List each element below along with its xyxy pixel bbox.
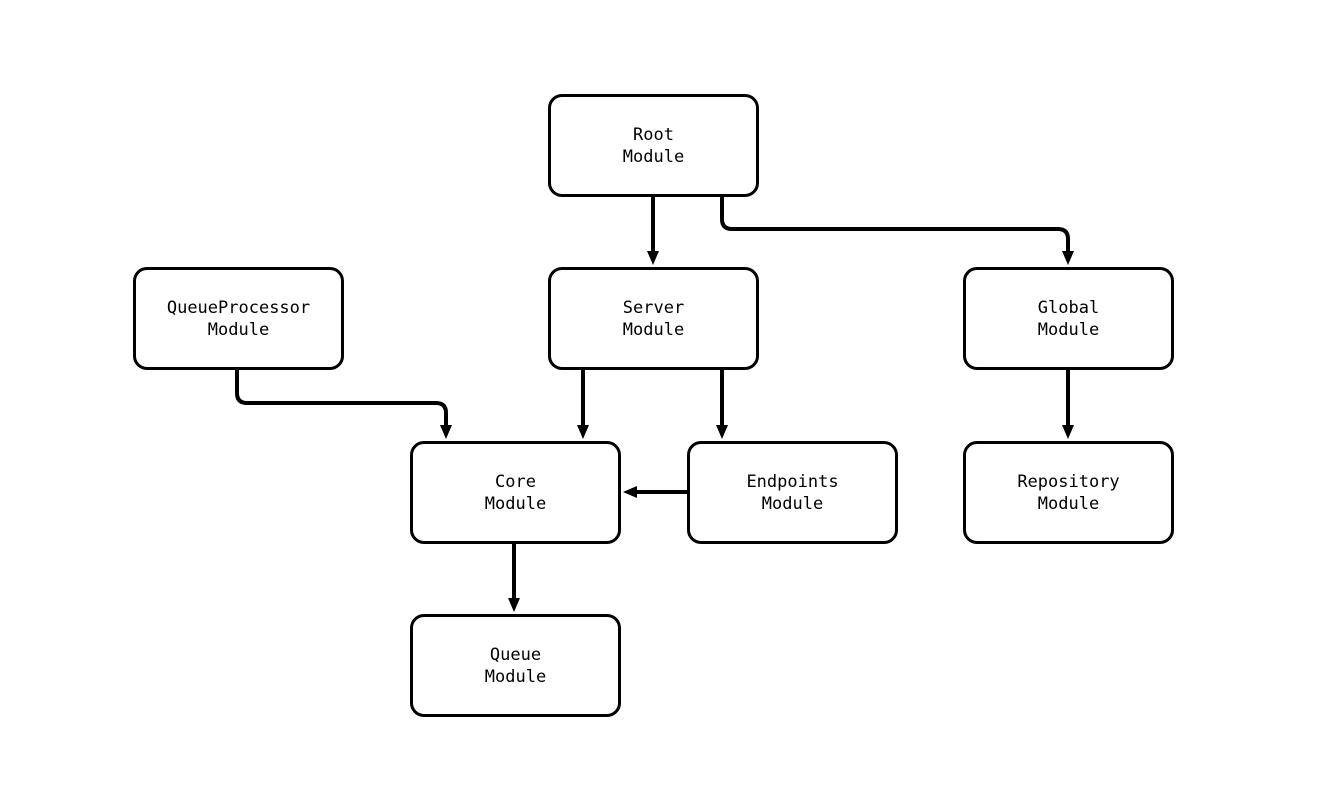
node-queueprocessor-module-label: QueueProcessor Module [166, 297, 311, 340]
node-root-module-label: Root Module [622, 124, 685, 167]
node-queue-module[interactable]: Queue Module [410, 614, 621, 717]
node-endpoints-module[interactable]: Endpoints Module [687, 441, 898, 544]
node-repository-module[interactable]: Repository Module [963, 441, 1174, 544]
node-server-module[interactable]: Server Module [548, 267, 759, 370]
node-core-module[interactable]: Core Module [410, 441, 621, 544]
node-global-module[interactable]: Global Module [963, 267, 1174, 370]
edge-root-global [720, 197, 1074, 265]
node-queueprocessor-module[interactable]: QueueProcessor Module [133, 267, 344, 370]
node-server-module-label: Server Module [622, 297, 685, 340]
node-core-module-label: Core Module [484, 471, 547, 514]
node-queue-module-label: Queue Module [484, 644, 547, 687]
edge-queueprocessor-core [235, 370, 452, 439]
node-endpoints-module-label: Endpoints Module [746, 471, 839, 514]
node-global-module-label: Global Module [1037, 297, 1100, 340]
node-repository-module-label: Repository Module [1017, 471, 1120, 514]
node-root-module[interactable]: Root Module [548, 94, 759, 197]
